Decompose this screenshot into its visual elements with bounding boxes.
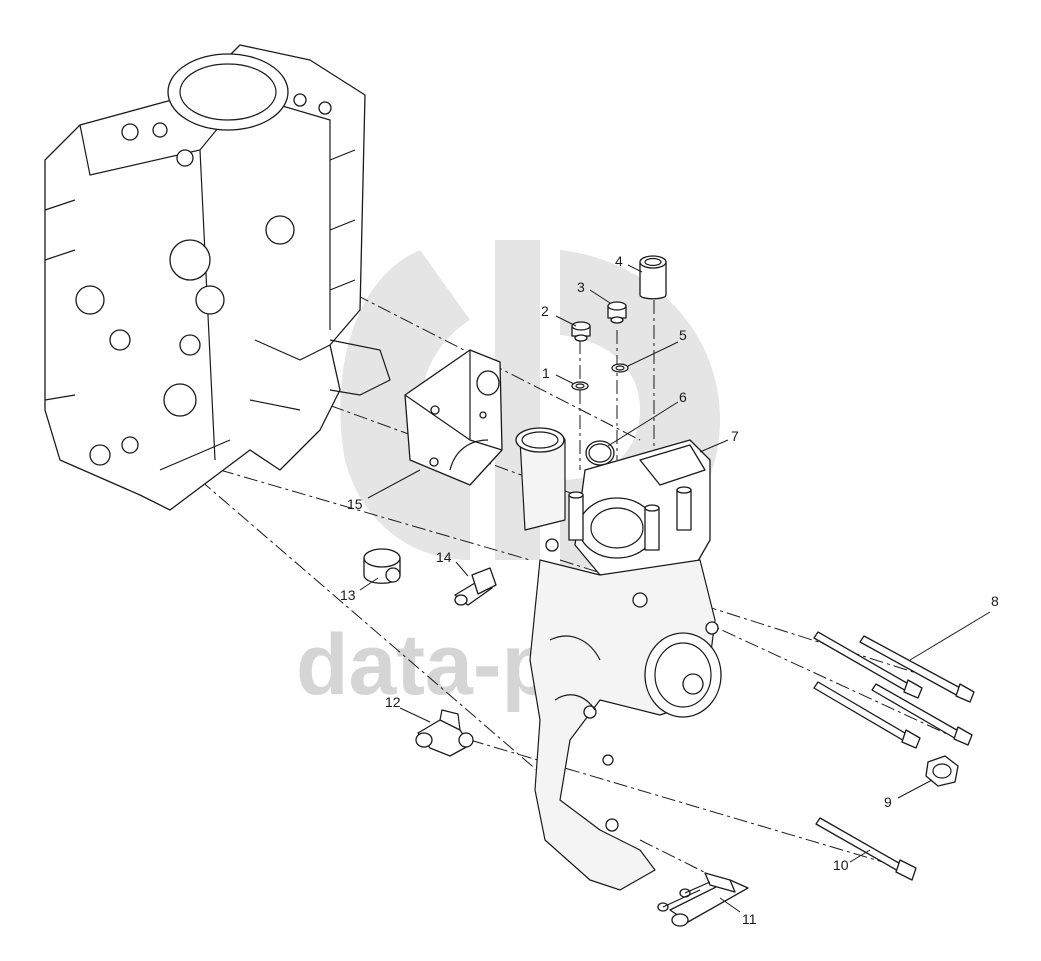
part-7-pump-housing [515,427,722,891]
part-12-elbow [415,709,474,757]
part-1-seal-ring [571,381,589,391]
callout-12: 12 [385,694,401,710]
part-9-nut [925,755,959,787]
callout-8: 8 [991,593,999,609]
part-3-plug [607,301,627,324]
part-15-adapter-plate [404,349,503,486]
leader-lines [359,264,991,913]
assembly-axes [199,214,971,891]
callout-5: 5 [679,327,687,343]
callout-6: 6 [679,389,687,405]
engine-block [44,44,391,511]
callout-10: 10 [833,857,849,873]
callout-3: 3 [577,279,585,295]
callout-14: 14 [436,549,452,565]
part-13-spacer [363,548,401,584]
part-5-seal-ring [611,363,629,373]
callout-1: 1 [542,365,550,381]
part-10-bolt [815,817,917,881]
part-6-o-ring [585,440,615,466]
part-8-bolts [813,631,975,749]
part-11-pipe [657,872,749,927]
callout-13: 13 [340,587,356,603]
callout-numbers: 1 2 3 4 5 6 7 8 9 10 11 12 13 14 15 [340,253,999,927]
part-2-plug [571,321,591,342]
callout-11: 11 [742,911,757,927]
callout-2: 2 [541,303,549,319]
part-4-sleeve [639,255,667,300]
callout-7: 7 [731,428,739,444]
part-14-fitting [454,567,497,606]
callout-15: 15 [347,496,363,512]
callout-4: 4 [615,253,623,269]
callout-9: 9 [884,794,892,810]
